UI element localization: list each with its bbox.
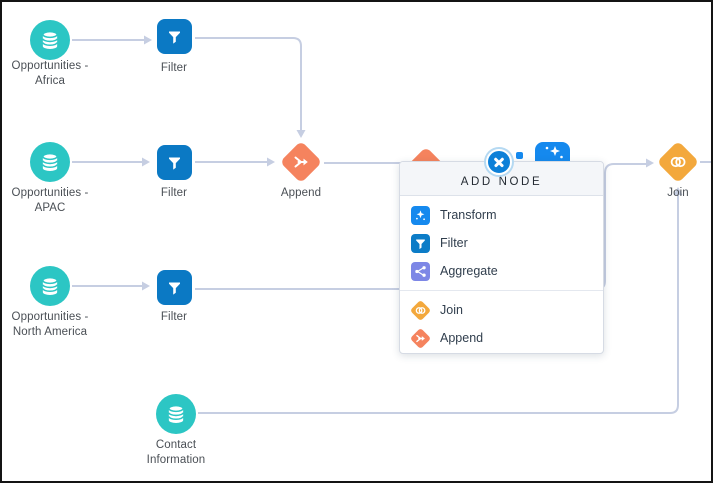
database-icon <box>42 276 58 296</box>
append-icon <box>409 327 432 349</box>
arrowhead <box>673 187 683 195</box>
join-icon <box>670 156 686 168</box>
connector-port-dot <box>516 152 523 159</box>
database-icon <box>42 152 58 172</box>
menu-item-aggregate[interactable]: Aggregate <box>400 257 603 285</box>
edge-filter1-to-append <box>195 37 302 130</box>
node-opportunities-north-america[interactable] <box>30 266 70 306</box>
menu-item-append[interactable]: Append <box>400 324 603 352</box>
edge-contact-to-join <box>198 195 679 414</box>
database-icon <box>168 404 184 424</box>
aggregate-icon <box>411 261 430 281</box>
arrowhead <box>142 157 150 167</box>
node-label: Opportunities - North America <box>11 311 89 338</box>
menu-item-filter[interactable]: Filter <box>400 229 603 257</box>
transform-icon <box>411 205 430 225</box>
node-label: Filter <box>160 62 188 74</box>
database-icon <box>42 30 58 50</box>
node-filter-2[interactable] <box>157 145 192 180</box>
menu-item-join[interactable]: Join <box>400 296 603 324</box>
filter-icon <box>169 282 180 295</box>
node-label: Filter <box>160 311 188 323</box>
node-label: Append <box>280 187 322 199</box>
node-filter-3[interactable] <box>157 270 192 305</box>
node-label: Join <box>667 187 689 199</box>
arrowhead <box>142 281 150 291</box>
node-filter-1[interactable] <box>157 19 192 54</box>
popup-header: ADD NODE <box>400 162 603 196</box>
transform-sparkle-icon <box>545 146 563 159</box>
append-icon <box>294 156 308 168</box>
node-contact-information[interactable] <box>156 394 196 434</box>
arrowhead <box>267 157 275 167</box>
arrowhead <box>646 158 654 168</box>
add-node-popup: ADD NODE Transform Fi <box>399 161 604 354</box>
node-label: Opportunities - Africa <box>11 60 89 87</box>
node-append[interactable] <box>279 140 323 184</box>
arrowhead <box>296 130 306 138</box>
close-button[interactable] <box>486 149 512 175</box>
node-opportunities-africa[interactable] <box>30 20 70 60</box>
filter-icon <box>411 233 430 253</box>
node-label: Opportunities - APAC <box>11 187 89 214</box>
popup-title: ADD NODE <box>460 175 543 188</box>
node-join[interactable] <box>656 140 700 184</box>
arrowhead <box>144 35 152 45</box>
join-icon <box>409 299 432 321</box>
filter-icon <box>169 157 180 170</box>
node-label: Contact Information <box>146 439 206 466</box>
node-label: Filter <box>160 187 188 199</box>
menu-item-transform[interactable]: Transform <box>400 201 603 229</box>
node-opportunities-apac[interactable] <box>30 142 70 182</box>
add-node-menu: Transform Filter <box>400 196 603 357</box>
menu-divider <box>400 290 603 291</box>
filter-icon <box>169 31 180 44</box>
